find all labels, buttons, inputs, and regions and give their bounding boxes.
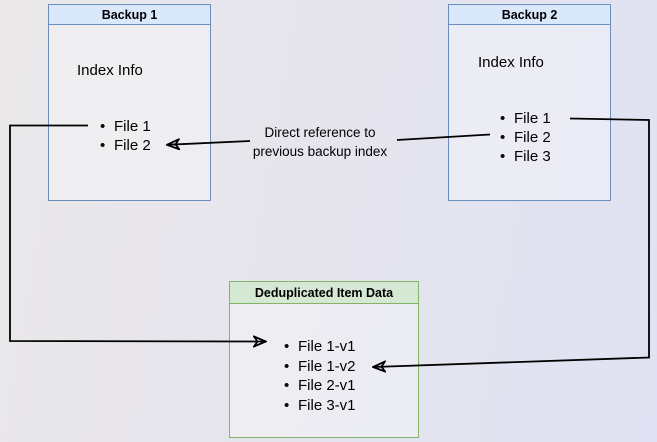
list-item: File 1-v2 bbox=[284, 357, 356, 377]
backup2-file-list: File 1File 2File 3 bbox=[500, 109, 551, 166]
list-item: File 2 bbox=[100, 136, 151, 155]
list-item: File 2-v1 bbox=[284, 376, 356, 396]
backup1-box: Backup 1 Index Info File 1File 2 bbox=[48, 4, 211, 201]
dedup-title: Deduplicated Item Data bbox=[230, 282, 418, 304]
annotation-line-1: Direct reference to bbox=[264, 125, 376, 140]
backup2-title: Backup 2 bbox=[449, 5, 610, 25]
list-item: File 3-v1 bbox=[284, 396, 356, 416]
dedup-box: Deduplicated Item Data File 1-v1File 1-v… bbox=[229, 281, 419, 438]
list-item: File 1 bbox=[500, 109, 551, 128]
list-item: File 3 bbox=[500, 147, 551, 166]
list-item: File 2 bbox=[500, 128, 551, 147]
list-item: File 1-v1 bbox=[284, 337, 356, 357]
arrow-annotation: Direct reference to previous backup inde… bbox=[239, 123, 401, 161]
list-item: File 1 bbox=[100, 117, 151, 136]
annotation-line-2: previous backup index bbox=[252, 144, 388, 159]
backup2-index-info-label: Index Info bbox=[478, 54, 544, 71]
backup1-file-list: File 1File 2 bbox=[100, 117, 151, 155]
backup1-title: Backup 1 bbox=[49, 5, 210, 25]
dedup-file-list: File 1-v1File 1-v2File 2-v1File 3-v1 bbox=[284, 337, 356, 416]
backup2-box: Backup 2 Index Info File 1File 2File 3 bbox=[448, 4, 611, 201]
backup1-index-info-label: Index Info bbox=[77, 62, 143, 79]
